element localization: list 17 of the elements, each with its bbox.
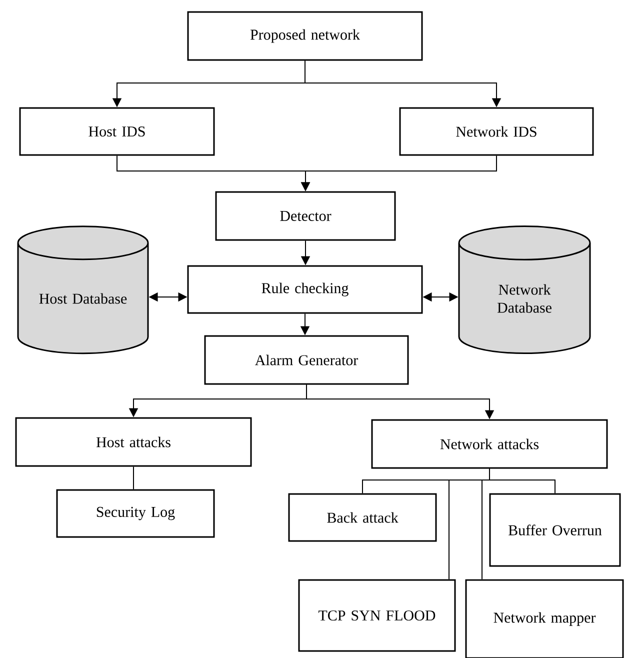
process-box: Network mapper bbox=[465, 579, 624, 658]
process-box: Rule checking bbox=[187, 265, 423, 314]
database-cylinder: Network Database bbox=[458, 226, 591, 354]
process-box: Network IDS bbox=[399, 107, 594, 156]
process-box: Host attacks bbox=[15, 417, 252, 467]
process-box: Alarm Generator bbox=[204, 335, 409, 385]
process-box: Network attacks bbox=[371, 419, 608, 469]
process-box: TCP SYN FLOOD bbox=[298, 579, 456, 652]
process-box: Detector bbox=[215, 191, 396, 241]
process-box: Back attack bbox=[288, 493, 437, 542]
connector-line bbox=[482, 468, 490, 580]
connector-line bbox=[133, 466, 134, 490]
process-box: Security Log bbox=[56, 489, 215, 538]
process-box: Proposed network bbox=[187, 11, 423, 61]
process-box: Host IDS bbox=[19, 107, 215, 156]
process-box: Buffer Overrun bbox=[489, 493, 621, 567]
database-cylinder: Host Database bbox=[17, 226, 149, 354]
